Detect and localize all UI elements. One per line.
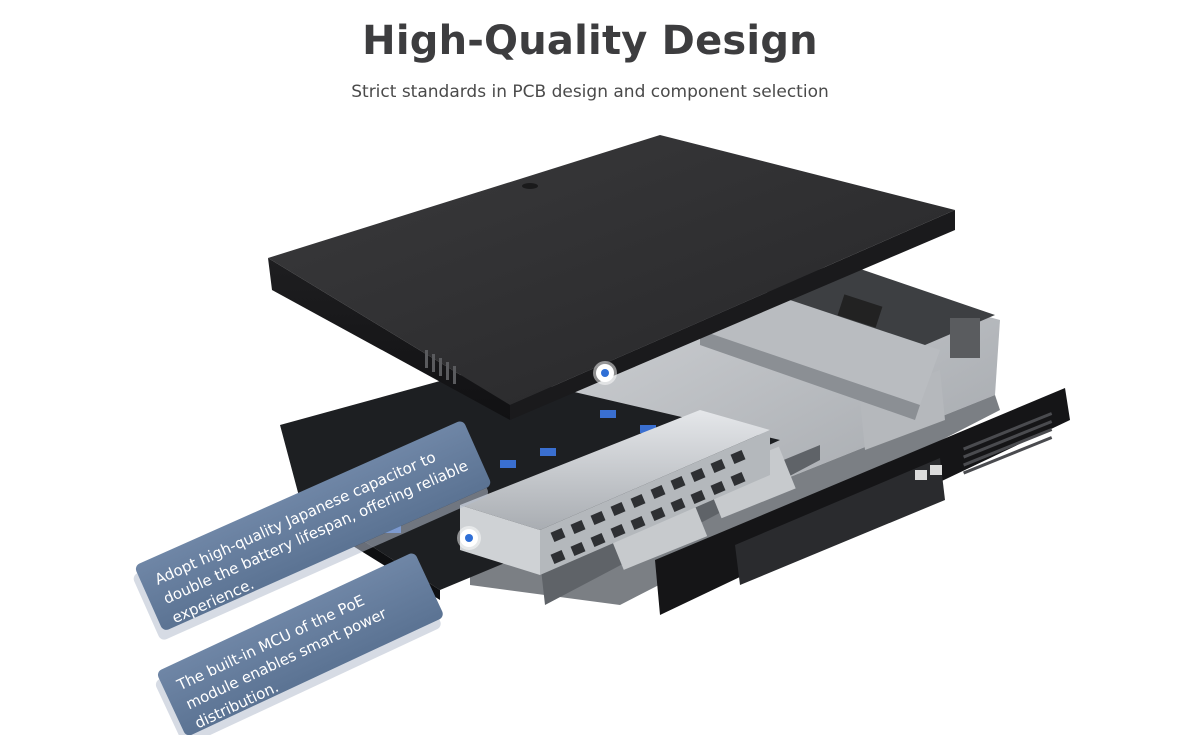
front-bezel	[655, 388, 1070, 615]
top-lid	[268, 135, 955, 420]
rj45-port-block	[460, 410, 770, 575]
page-title: High-Quality Design	[362, 18, 818, 64]
inner-bracket	[685, 290, 940, 420]
page-subtitle: Strict standards in PCB design and compo…	[351, 82, 829, 102]
capacitor-marker-icon[interactable]	[596, 364, 614, 382]
mcu-marker-icon[interactable]	[460, 529, 478, 547]
